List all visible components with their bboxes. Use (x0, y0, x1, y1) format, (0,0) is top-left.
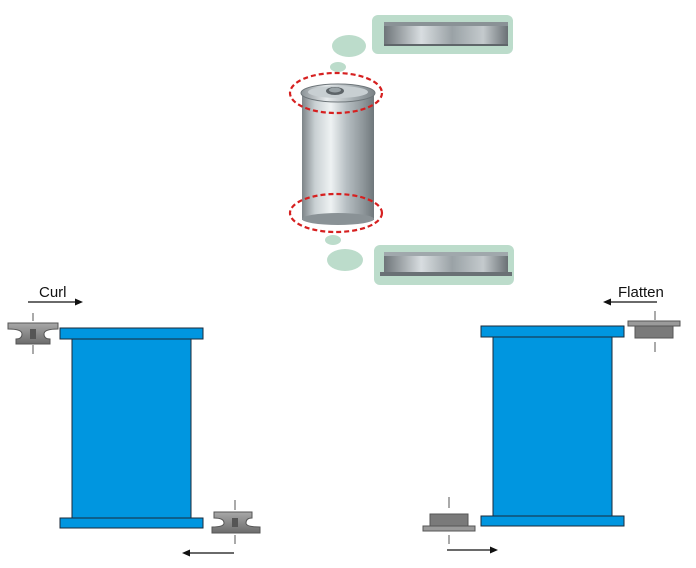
roller-tool-icon (7, 313, 59, 354)
highlight-ring-top (288, 71, 384, 115)
bubble-large-bottom (327, 249, 363, 271)
flatten-diagram (422, 298, 681, 554)
direction-arrow-icon (447, 546, 498, 554)
direction-arrow-icon (28, 298, 83, 306)
curled-lid-edge-photo (372, 15, 513, 54)
bubble-small-bottom (325, 235, 341, 245)
curl-body (71, 338, 192, 519)
flattened-base-edge-photo (374, 245, 514, 285)
direction-arrow-icon (603, 298, 657, 306)
roller-tool-icon (211, 500, 261, 544)
direction-arrow-icon (182, 549, 234, 557)
bubble-large-top (332, 35, 366, 57)
curl-bottom-flange (59, 517, 204, 529)
curl-can-body (59, 327, 204, 529)
roller-tool-icon (627, 311, 681, 352)
roller-tool-icon (422, 497, 476, 544)
callout-bubbles (325, 35, 366, 271)
flatten-top-flange (480, 325, 625, 338)
bubble-small-top (330, 62, 346, 72)
curl-top-flange (59, 327, 204, 340)
curl-label: Curl (39, 284, 67, 301)
flatten-can-body (480, 325, 625, 527)
flatten-label: Flatten (618, 284, 664, 301)
flatten-bottom-flange (480, 515, 625, 527)
highlight-ring-bottom (288, 192, 384, 234)
flatten-body (492, 336, 613, 517)
curl-diagram (7, 298, 261, 557)
metal-can-photo (300, 83, 376, 225)
